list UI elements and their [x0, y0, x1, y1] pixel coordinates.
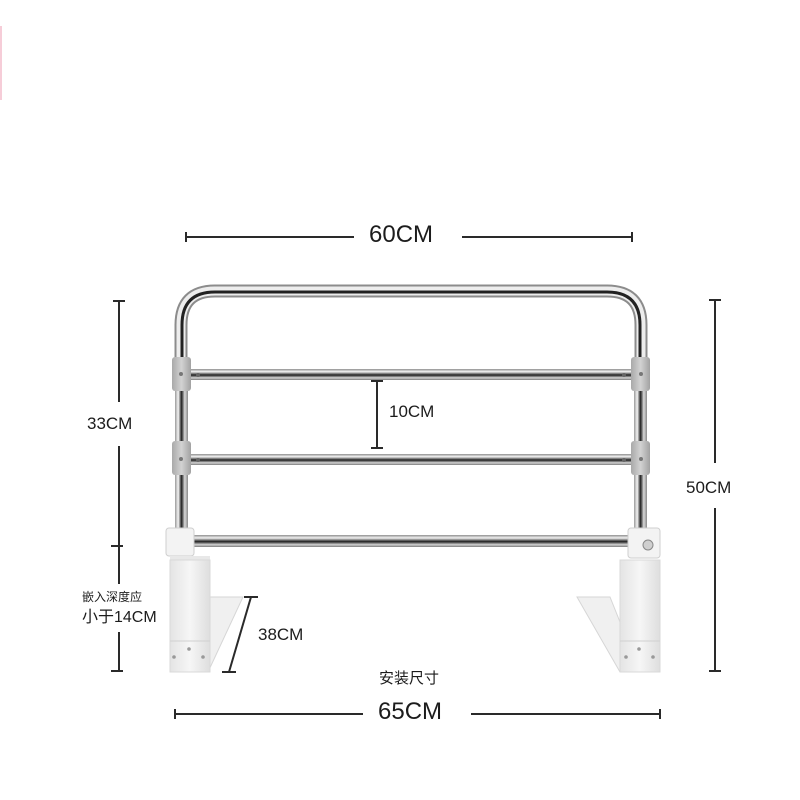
insert-depth-note-line1: 嵌入深度应 — [82, 590, 143, 604]
dimension-line-left — [175, 713, 363, 715]
dimension-line-top — [118, 546, 120, 584]
dimension-tick — [709, 670, 721, 672]
rail-bottom — [186, 535, 636, 547]
dimension-tick — [371, 447, 383, 449]
connectors — [172, 357, 650, 475]
dimension-tick — [185, 232, 187, 242]
dimension-line-right — [471, 713, 660, 715]
right-bracket — [576, 527, 661, 673]
dimension-tick — [659, 709, 661, 719]
dimension-line — [376, 381, 378, 449]
install-size-label: 安装尺寸 — [379, 670, 440, 687]
rail-spacing-label: 10CM — [389, 402, 435, 421]
dimension-line-top — [118, 301, 120, 402]
dimension-line-left — [186, 236, 354, 238]
dimension-tick — [111, 545, 123, 547]
dimension-tick — [111, 670, 123, 672]
dimension-tick — [371, 380, 383, 382]
insert-depth-note-line2: 小于14CM — [82, 609, 157, 626]
dimension-tick — [709, 299, 721, 301]
dimension-tick — [174, 709, 176, 719]
dimension-line-top — [714, 300, 716, 463]
dimension-line-bottom — [118, 446, 120, 546]
left-bracket — [165, 527, 244, 673]
total-height-label: 50CM — [686, 478, 732, 497]
top-width-label: 60CM — [369, 221, 434, 248]
dimension-line-bottom — [118, 632, 120, 671]
top-frame — [174, 284, 648, 365]
bracket-length-label: 38CM — [258, 625, 304, 644]
rail-middle — [186, 454, 636, 465]
dimension-line-bottom — [714, 508, 716, 671]
dimension-line-right — [462, 236, 632, 238]
dimension-tick — [113, 300, 125, 302]
rail-height-label: 33CM — [87, 414, 133, 433]
rail-top — [186, 369, 636, 380]
dimension-tick — [631, 232, 633, 242]
bracket-length-dimension-line — [222, 596, 258, 673]
edge-accent-line — [0, 26, 2, 100]
install-width-label: 65CM — [378, 698, 443, 725]
